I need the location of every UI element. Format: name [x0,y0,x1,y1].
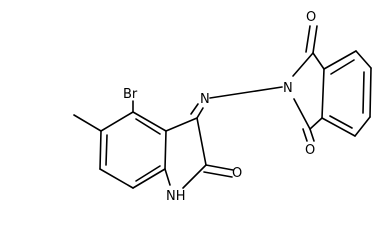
bond [196,117,207,166]
double-bond-inner [105,134,108,166]
imide-oxygen-top-label: O [306,10,316,25]
bond [312,52,325,70]
amine-nh-label: NH [166,189,186,204]
n-n-bond [209,86,283,99]
bond [292,52,314,77]
bond [354,116,371,137]
lactam-oxygen-label: O [232,166,242,181]
phthalimide-benzene-ring [321,50,372,137]
imine-nitrogen-label: N [200,92,210,107]
methyl-bond [73,114,102,132]
bond [321,68,325,119]
bond [100,111,134,132]
imine-double-bond [196,107,204,119]
double-bond-inner [135,118,161,135]
double-bond [309,128,315,142]
bond [369,67,372,118]
oxindole-benzene-ring [99,111,167,189]
bond [164,168,171,186]
bond [293,98,311,130]
bond [321,117,356,137]
double-bond-inner [329,115,353,129]
double-bond-inner [362,71,365,114]
lactam-ring [164,117,234,189]
bond [164,130,167,170]
double-bond [305,25,311,53]
bromine-label: Br [123,87,138,102]
bond [132,111,167,132]
bond [165,117,198,132]
double-bond [312,25,318,54]
chemical-structure-diagram: Br N N O O O NH [73,10,372,204]
imide-oxygen-bottom-label: O [305,143,315,158]
bond [323,50,357,70]
imide-ring [292,25,325,142]
bond [99,168,134,189]
double-bond-inner [135,165,161,182]
bond [132,168,166,189]
bond [355,50,372,69]
bond [182,164,207,189]
imine-double-bond [190,103,199,115]
imide-nitrogen-label: N [283,81,293,96]
bond [99,130,102,170]
double-bond-inner [330,59,355,75]
double-bond [205,164,234,171]
bond [309,117,323,130]
double-bond [302,128,308,142]
double-bond [203,171,233,178]
